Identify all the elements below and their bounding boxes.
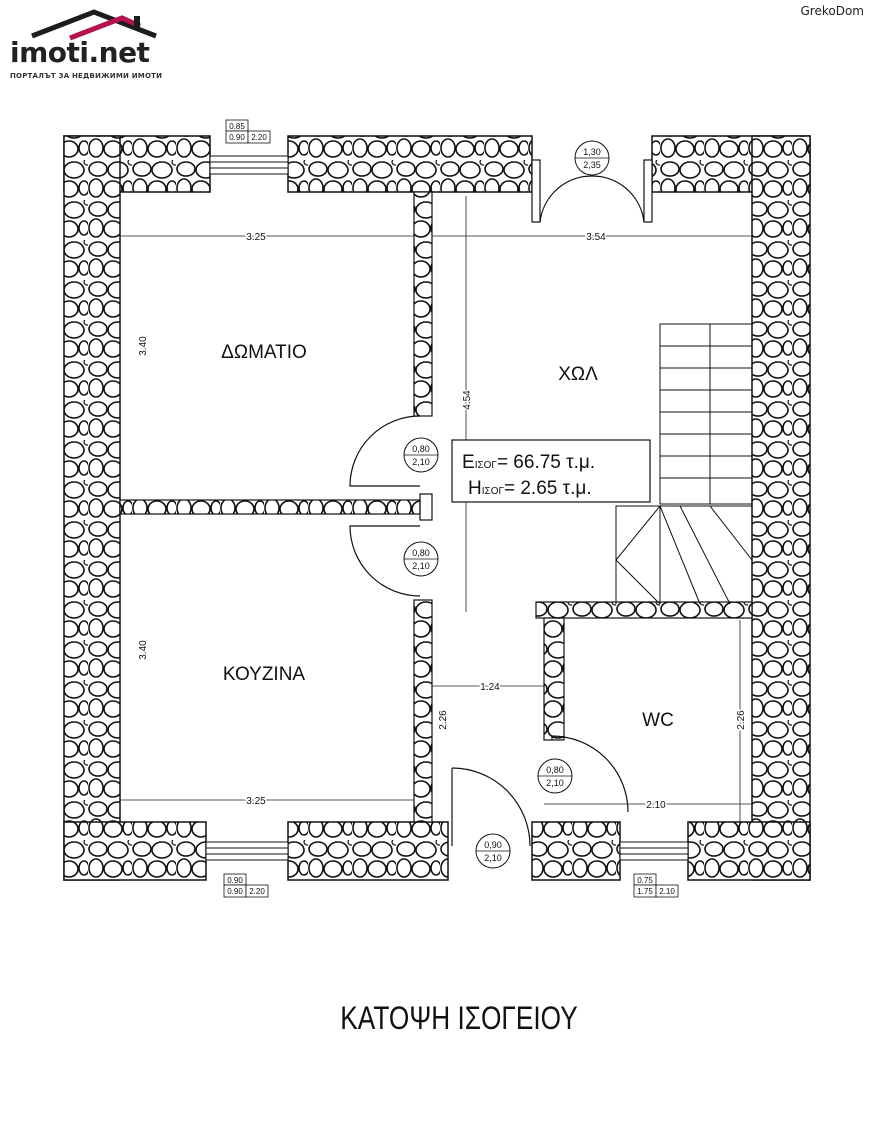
svg-text:0.90: 0.90 bbox=[229, 133, 245, 142]
tag-bedroom-door: 0,80 2,10 bbox=[403, 437, 439, 473]
dim-hall-height: 4.54 bbox=[462, 390, 473, 410]
dim-corridor-height: 2.26 bbox=[438, 710, 449, 730]
svg-text:2,35: 2,35 bbox=[583, 160, 601, 170]
house-roof-icon bbox=[31, 9, 157, 41]
svg-text:HΙΣΟΓ= 2.65 τ.μ.: HΙΣΟΓ= 2.65 τ.μ. bbox=[468, 478, 592, 499]
svg-text:0,80: 0,80 bbox=[412, 444, 430, 454]
tag-wc-window: 0.75 1.75 2.10 bbox=[633, 873, 679, 898]
door-swings bbox=[349, 415, 629, 847]
dim-wc-width: 2.10 bbox=[646, 800, 666, 811]
svg-text:2,10: 2,10 bbox=[546, 778, 564, 788]
svg-text:2.10: 2.10 bbox=[659, 887, 675, 896]
svg-text:EΙΣΟΓ= 66.75 τ.μ.: EΙΣΟΓ= 66.75 τ.μ. bbox=[462, 452, 595, 473]
area-box: EΙΣΟΓ= 66.75 τ.μ. HΙΣΟΓ= 2.65 τ.μ. bbox=[451, 439, 651, 503]
dim-hall-width: 3.54 bbox=[586, 232, 606, 243]
room-label-kitchen: ΚΟΥΖΙΝΑ bbox=[223, 664, 306, 685]
dim-kitchen-height: 3.40 bbox=[138, 640, 149, 660]
svg-text:1.75: 1.75 bbox=[637, 887, 653, 896]
room-label-bedroom: ΔΩΜΑΤΙΟ bbox=[221, 342, 307, 363]
dimension-labels: 3.25 3.54 3.25 2.10 1.24 3.40 3.40 4.54 … bbox=[138, 231, 749, 813]
dim-wc-height: 2.26 bbox=[736, 710, 747, 730]
svg-text:0,80: 0,80 bbox=[412, 548, 430, 558]
entry-double-door bbox=[531, 159, 653, 223]
room-labels: ΔΩΜΑΤΙΟ ΧΩΛ ΚΟΥΖΙΝΑ WC bbox=[221, 342, 674, 731]
tag-kitchen-door: 0,80 2,10 bbox=[403, 541, 439, 577]
tag-top-window: 0.85 0.90 2.20 bbox=[225, 119, 271, 144]
svg-text:0.75: 0.75 bbox=[637, 876, 653, 885]
door-tags: 1,30 2,35 0,80 2,10 0,80 2,10 0,80 2,10 … bbox=[403, 140, 610, 869]
windows bbox=[205, 155, 689, 861]
svg-text:2,10: 2,10 bbox=[484, 853, 502, 863]
window-tags: 0.85 0.90 2.20 0.90 0.90 2.20 0.75 1.75 … bbox=[223, 119, 679, 898]
logo-name: imoti.net bbox=[10, 36, 150, 69]
svg-text:0.85: 0.85 bbox=[229, 122, 245, 131]
room-label-hall: ΧΩΛ bbox=[558, 364, 598, 385]
outer-walls bbox=[63, 135, 811, 881]
svg-text:0,80: 0,80 bbox=[546, 765, 564, 775]
dim-corridor-width: 1.24 bbox=[480, 682, 500, 693]
interior-walls bbox=[119, 191, 753, 823]
plan-title: ΚΑΤΟΨΗ ΙΣΟΓΕΙΟΥ bbox=[340, 1000, 578, 1036]
tag-entry-door: 1,30 2,35 bbox=[574, 140, 610, 176]
room-label-wc: WC bbox=[642, 710, 674, 731]
svg-text:1,30: 1,30 bbox=[583, 147, 601, 157]
staircase bbox=[615, 323, 753, 605]
dimension-lines bbox=[120, 196, 752, 822]
svg-text:0.90: 0.90 bbox=[227, 887, 243, 896]
svg-text:2.20: 2.20 bbox=[251, 133, 267, 142]
svg-text:2,10: 2,10 bbox=[412, 561, 430, 571]
tag-kitchen-window: 0.90 0.90 2.20 bbox=[223, 873, 269, 898]
svg-text:2.20: 2.20 bbox=[249, 887, 265, 896]
dim-bedroom-width: 3.25 bbox=[246, 232, 266, 243]
svg-text:0.90: 0.90 bbox=[227, 876, 243, 885]
dim-bedroom-height: 3.40 bbox=[138, 336, 149, 356]
svg-text:2,10: 2,10 bbox=[412, 457, 430, 467]
watermark: GrekoDom bbox=[800, 4, 865, 18]
dim-kitchen-width: 3.25 bbox=[246, 796, 266, 807]
tag-wc-door: 0,80 2,10 bbox=[537, 758, 573, 794]
logo-tagline: ПОРТАЛЪТ ЗА НЕДВИЖИМИ ИМОТИ bbox=[10, 72, 163, 80]
svg-text:0,90: 0,90 bbox=[484, 840, 502, 850]
imoti-logo: imoti.net ПОРТАЛЪТ ЗА НЕДВИЖИМИ ИМОТИ bbox=[8, 6, 178, 86]
tag-main-door: 0,90 2,10 bbox=[475, 833, 511, 869]
